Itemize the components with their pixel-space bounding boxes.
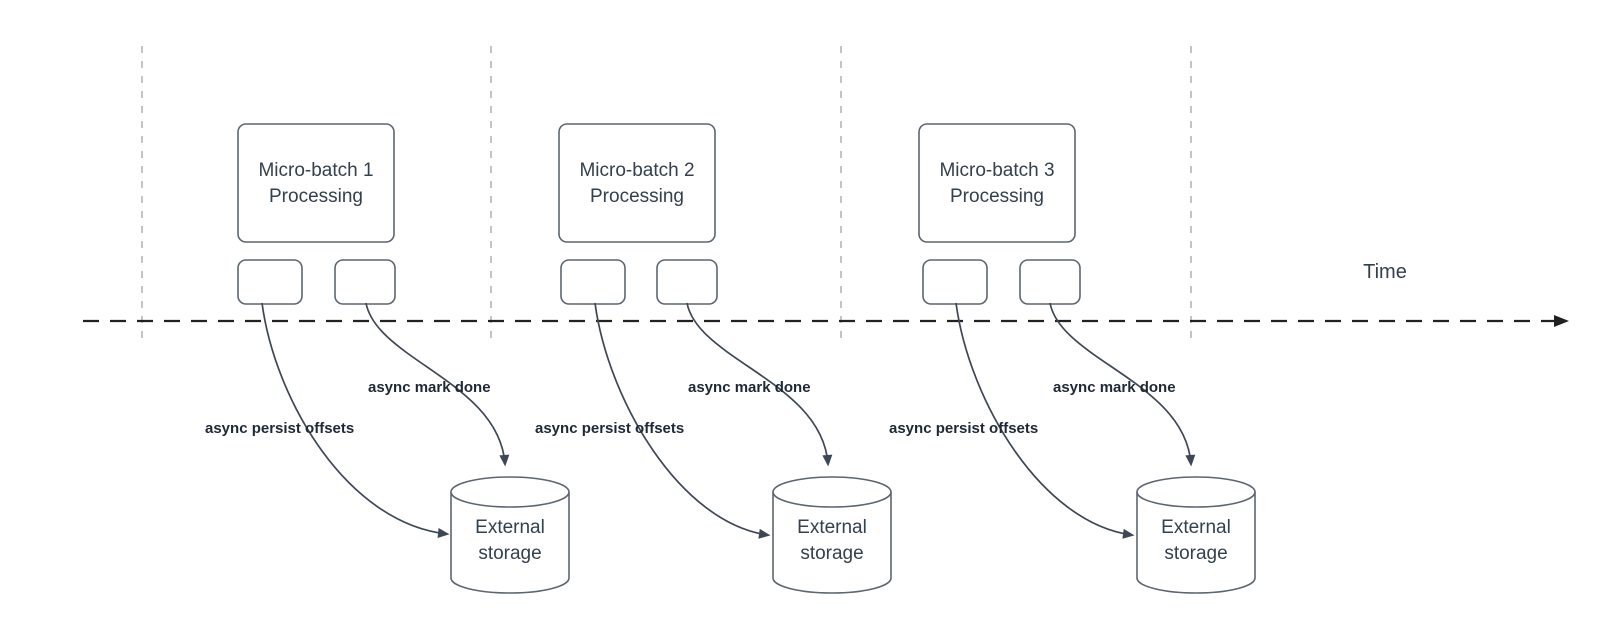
- external-storage-1-label-line1: External: [475, 517, 545, 538]
- processing-box-3-label-line1: Micro-batch 3: [939, 160, 1054, 181]
- mark-done-box-1: [334, 259, 396, 305]
- external-storage-cylinder-2-top: [772, 476, 892, 508]
- external-storage-2-label-line1: External: [797, 517, 867, 538]
- mark-done-label-3: async mark done: [1053, 379, 1176, 396]
- offset-box-2: [560, 259, 626, 305]
- external-storage-3-label-line1: External: [1161, 517, 1231, 538]
- processing-box-1: [237, 123, 395, 243]
- processing-box-2-label-line1: Micro-batch 2: [579, 160, 694, 181]
- micro-batch-3-group: Micro-batch 3 Processing async persist o…: [889, 123, 1256, 594]
- processing-box-3-label-line2: Processing: [950, 186, 1044, 207]
- processing-box-1-label-line1: Micro-batch 1: [258, 160, 373, 181]
- external-storage-3-label-line2: storage: [1164, 543, 1227, 564]
- persist-offsets-label-1: async persist offsets: [205, 420, 354, 437]
- mark-done-label-2: async mark done: [688, 379, 811, 396]
- persist-offsets-label-2: async persist offsets: [535, 420, 684, 437]
- persist-offsets-label-3: async persist offsets: [889, 420, 1038, 437]
- offset-box-1: [237, 259, 303, 305]
- mark-done-box-3: [1019, 259, 1081, 305]
- offset-box-3: [922, 259, 988, 305]
- processing-box-2: [558, 123, 716, 243]
- micro-batch-1-group: Micro-batch 1 Processing async persist o…: [205, 123, 570, 594]
- persist-offsets-arrow-2: [594, 302, 771, 539]
- processing-box-1-label-line2: Processing: [269, 186, 363, 207]
- micro-batch-2-group: Micro-batch 2 Processing async persist o…: [535, 123, 892, 594]
- mark-done-arrow-3: [1049, 302, 1196, 467]
- mark-done-arrow-2: [686, 302, 833, 467]
- persist-offsets-arrow-3: [955, 302, 1135, 539]
- external-storage-2-label-line2: storage: [800, 543, 863, 564]
- external-storage-cylinder-3-top: [1136, 476, 1256, 508]
- time-axis-label: Time: [1363, 261, 1407, 283]
- external-storage-cylinder-1-top: [450, 476, 570, 508]
- processing-box-3: [918, 123, 1076, 243]
- external-storage-cylinder-3-body: [1136, 492, 1256, 594]
- external-storage-1-label-line2: storage: [478, 543, 541, 564]
- persist-offsets-arrow-1: [261, 302, 450, 538]
- mark-done-arrow-1: [365, 302, 510, 467]
- processing-box-2-label-line2: Processing: [590, 186, 684, 207]
- external-storage-cylinder-1-body: [450, 492, 570, 594]
- mark-done-box-2: [656, 259, 718, 305]
- mark-done-label-1: async mark done: [368, 379, 491, 396]
- external-storage-cylinder-2-body: [772, 492, 892, 594]
